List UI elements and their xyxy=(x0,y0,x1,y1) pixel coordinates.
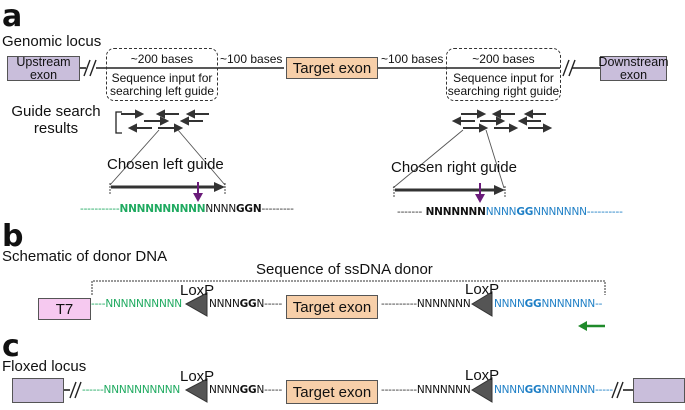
downstream-exon-box: Downstream exon xyxy=(598,54,669,82)
right-search-window xyxy=(446,48,561,101)
right-window-size: ~200 bases xyxy=(472,52,535,66)
chosen-left-guide-arrow xyxy=(109,182,226,194)
genomic-locus-title: Genomic locus xyxy=(2,33,102,50)
donor-left-homology-arm: ----NNNNNNNNNN xyxy=(91,298,182,310)
left-search-window xyxy=(106,48,218,101)
donor-left-pam-sequence: NNNNGGN----- xyxy=(209,298,283,310)
loxp-left-triangle-icon xyxy=(184,292,208,317)
left-window-size: ~200 bases xyxy=(130,52,194,66)
primer-arrow-icon xyxy=(578,321,605,331)
upstream-exon-box-c xyxy=(12,378,64,403)
left-window-caption-1: Sequence input for xyxy=(111,71,213,85)
loxp-right-triangle-icon xyxy=(471,377,493,403)
loxp-right-label: LoxP xyxy=(465,281,500,298)
downstream-exon-box-c xyxy=(633,378,685,403)
chosen-right-guide-arrow xyxy=(393,185,506,197)
break-mark-icon xyxy=(611,381,624,399)
break-mark-icon xyxy=(69,381,82,399)
loxp-left-label: LoxP xyxy=(180,282,215,299)
break-mark-icon xyxy=(562,59,576,77)
donor-right-homology-arm: NNNNGGNNNNNNN-- xyxy=(494,298,603,310)
chosen-right-guide-label: Chosen right guide xyxy=(391,159,517,176)
floxed-right-sequence: ----------NNNNNNN xyxy=(381,384,471,396)
right-guide-arrows xyxy=(451,109,553,133)
loxp-right-triangle-icon xyxy=(471,291,493,317)
left-window-caption-2: searching left guide xyxy=(109,84,215,98)
upstream-exon-box: Upstream exon xyxy=(7,55,80,81)
t7-promoter-box: T7 xyxy=(38,298,91,320)
left-guide-sequence: -----------NNNNNNNNNNNNNNGGN--------- xyxy=(80,203,294,215)
break-mark-icon xyxy=(83,59,97,77)
cut-site-arrow-icon xyxy=(475,183,485,203)
floxed-target-exon-box: Target exon xyxy=(286,380,378,404)
panel-b-letter: b xyxy=(2,219,24,254)
loxp-right-label-c: LoxP xyxy=(465,367,500,384)
panel-c-letter: c xyxy=(2,329,20,364)
right-gap-label: ~100 bases xyxy=(381,52,444,66)
floxed-left-arm: ------NNNNNNNNNN xyxy=(82,384,181,396)
loxp-left-label-c: LoxP xyxy=(180,368,215,385)
floxed-left-pam-sequence: NNNNGGN----- xyxy=(209,384,283,396)
target-exon-box: Target exon xyxy=(286,57,378,79)
bracket-icon xyxy=(115,111,122,134)
donor-dna-title: Schematic of donor DNA xyxy=(2,248,168,265)
left-gap-label: ~100 bases xyxy=(220,52,283,66)
loxp-left-triangle-icon xyxy=(184,378,208,403)
guide-results-label-1: Guide search xyxy=(11,103,101,120)
right-window-caption-1: Sequence input for xyxy=(453,71,554,85)
right-window-caption-2: searching right guide xyxy=(447,84,560,98)
floxed-locus-title: Floxed locus xyxy=(2,358,87,375)
right-guide-sequence: ------- NNNNNNNNNNNGGNNNNNNN---------- xyxy=(397,206,623,218)
ssdna-bracket-label: Sequence of ssDNA donor xyxy=(256,261,433,278)
floxed-right-arm: NNNNGGNNNNNNN----- xyxy=(494,384,614,396)
chosen-left-guide-label: Chosen left guide xyxy=(107,156,224,173)
panel-a-letter: a xyxy=(2,0,23,34)
ssdna-bracket xyxy=(91,280,606,295)
left-guide-arrows xyxy=(121,109,209,133)
donor-target-exon-box: Target exon xyxy=(286,295,378,319)
guide-results-label-2: results xyxy=(33,120,79,137)
donor-right-sequence: ----------NNNNNNN xyxy=(381,298,471,310)
cut-site-arrow-icon xyxy=(193,182,203,202)
